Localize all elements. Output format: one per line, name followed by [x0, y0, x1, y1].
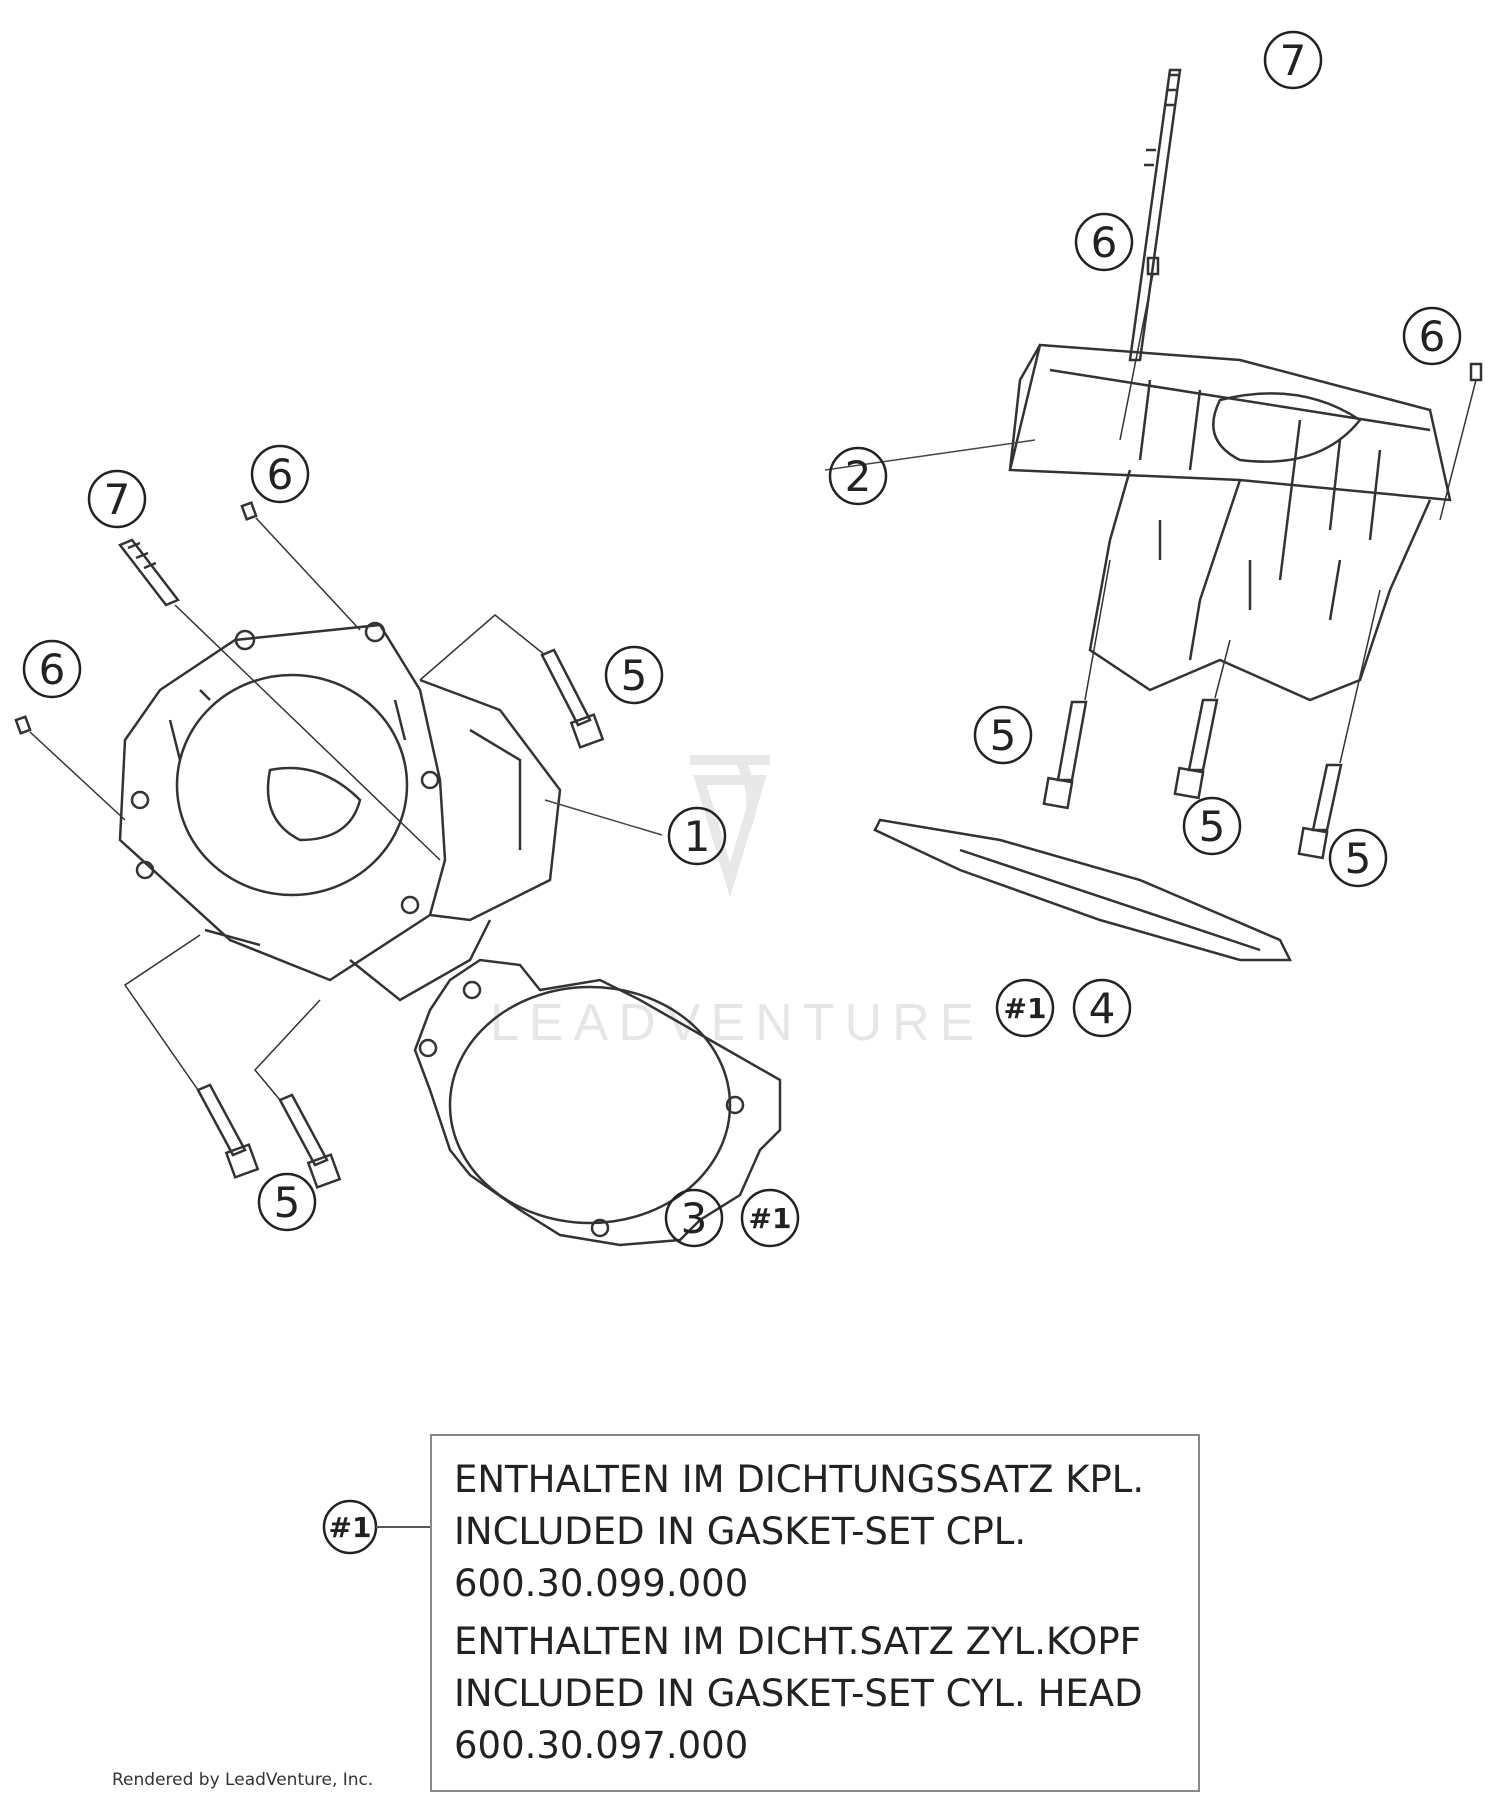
callout-5-right-a: 5	[973, 705, 1033, 765]
callout-6-left-top-label: 6	[267, 450, 294, 499]
bolt-part-5-left-a	[123, 934, 260, 1179]
callout-4: 4	[1072, 978, 1132, 1038]
dowel-part-6-left-top	[240, 501, 361, 631]
callout-5-left-top-label: 5	[621, 651, 648, 700]
callout-1: 1	[667, 806, 727, 866]
callout-5-left-bottom: 5	[257, 1172, 317, 1232]
callout-5-left-bottom-label: 5	[274, 1178, 301, 1227]
callout-3: 3	[664, 1188, 724, 1248]
gasket-part-4	[873, 818, 1293, 962]
watermark: LEADVENTURE	[490, 755, 984, 1052]
tag-1-near-4: #1	[995, 978, 1055, 1038]
leader-lines	[544, 439, 1036, 836]
callout-6-left-label: 6	[39, 645, 66, 694]
note-line-2: INCLUDED IN GASKET-SET CPL.	[454, 1510, 1027, 1553]
note-line-1: ENTHALTEN IM DICHTUNGSSATZ KPL.	[454, 1458, 1145, 1501]
callout-4-label: 4	[1089, 984, 1116, 1033]
watermark-logo-icon	[690, 755, 770, 898]
bolt-part-5-right-c	[1297, 589, 1381, 860]
watermark-text: LEADVENTURE	[490, 994, 984, 1052]
callout-2-label: 2	[845, 452, 872, 501]
render-credit: Rendered by LeadVenture, Inc.	[112, 1770, 374, 1790]
tag-1-near-3: #1	[740, 1188, 800, 1248]
bolt-part-5-right-a	[1042, 559, 1111, 810]
dowel-part-6-right-b	[1439, 362, 1483, 521]
callout-3-label: 3	[681, 1194, 708, 1243]
callout-7-top-right: 7	[1263, 30, 1323, 90]
callout-6-mid-right: 6	[1074, 212, 1134, 272]
dowel-part-6-left	[14, 715, 126, 821]
note-line-3: 600.30.099.000	[454, 1562, 749, 1605]
stud-part-7-left	[118, 538, 441, 861]
callout-7-left: 7	[87, 469, 147, 529]
callout-6-mid-right-label: 6	[1091, 218, 1118, 267]
cylinder-part-2	[1008, 343, 1452, 702]
note-line-5: INCLUDED IN GASKET-SET CYL. HEAD	[454, 1672, 1143, 1715]
bolt-part-5-left-b	[254, 999, 342, 1189]
callout-6-far-right-label: 6	[1419, 312, 1446, 361]
bolt-part-5-left-top	[419, 614, 605, 749]
stud-part-7-right	[1128, 68, 1182, 362]
callout-5-right-c-label: 5	[1345, 834, 1372, 883]
dowel-part-6-right-a	[1119, 256, 1160, 441]
callout-5-left-top: 5	[604, 645, 664, 705]
callout-1-label: 1	[684, 812, 711, 861]
callout-5-right-b: 5	[1182, 796, 1242, 856]
callout-5-right-b-label: 5	[1199, 802, 1226, 851]
callout-6-left-top: 6	[250, 444, 310, 504]
callout-6-far-right: 6	[1402, 306, 1462, 366]
callout-6-left: 6	[22, 639, 82, 699]
cylinder-part-1	[118, 621, 562, 1002]
tag-1-near-4-label: #1	[1004, 992, 1047, 1025]
tag-1-near-3-label: #1	[749, 1202, 792, 1235]
callout-7-left-label: 7	[104, 475, 131, 524]
gasket-set-note: ENTHALTEN IM DICHTUNGSSATZ KPL. INCLUDED…	[430, 1434, 1200, 1792]
callout-5-right-a-label: 5	[990, 711, 1017, 760]
bolt-part-5-right-b	[1173, 639, 1231, 800]
tag-1-note-label: #1	[329, 1511, 372, 1544]
tag-1-note: #1	[322, 1499, 430, 1555]
callout-7-top-right-label: 7	[1280, 36, 1307, 85]
note-line-6: 600.30.097.000	[454, 1724, 749, 1767]
note-line-4: ENTHALTEN IM DICHT.SATZ ZYL.KOPF	[454, 1620, 1141, 1663]
callout-2: 2	[828, 446, 888, 506]
callout-5-right-c: 5	[1328, 828, 1388, 888]
